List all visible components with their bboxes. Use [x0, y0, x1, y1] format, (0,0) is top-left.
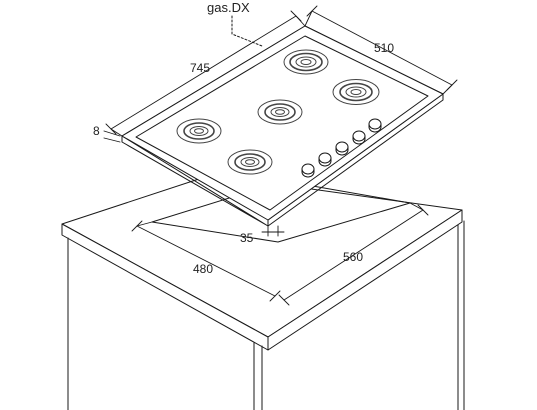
- depth-dimension-label: 745: [190, 61, 211, 75]
- dim-cutout-depth-line: [136, 225, 276, 297]
- dim-cutout-width-line: [283, 209, 424, 301]
- knob-3: [335, 141, 349, 156]
- knob-4: [352, 130, 366, 145]
- dim-depth-line: [110, 15, 297, 130]
- burner-left: [176, 118, 222, 144]
- burner-right: [332, 79, 380, 105]
- offset-dimension-label: 35: [240, 231, 254, 245]
- countertop-right-face: [267, 209, 463, 351]
- control-knobs: [301, 118, 382, 178]
- burner-center: [257, 99, 303, 125]
- dimension-lines: [103, 5, 458, 306]
- knob-5: [368, 118, 382, 133]
- dim-width-line: [311, 10, 453, 86]
- cutout-width-dimension-label: 560: [343, 250, 364, 264]
- cutout-depth-dimension-label: 480: [193, 262, 214, 276]
- burner-rear: [283, 49, 329, 75]
- burners: [176, 49, 380, 175]
- knob-2: [318, 152, 332, 167]
- burner-front: [227, 149, 273, 175]
- hob-inner-border: [135, 35, 429, 211]
- knob-1: [301, 163, 315, 178]
- gas-connection-label: gas.DX: [207, 0, 250, 15]
- width-dimension-label: 510: [374, 41, 395, 55]
- gas-connection-leader: [231, 15, 263, 47]
- thickness-dimension-label: 8: [93, 124, 100, 138]
